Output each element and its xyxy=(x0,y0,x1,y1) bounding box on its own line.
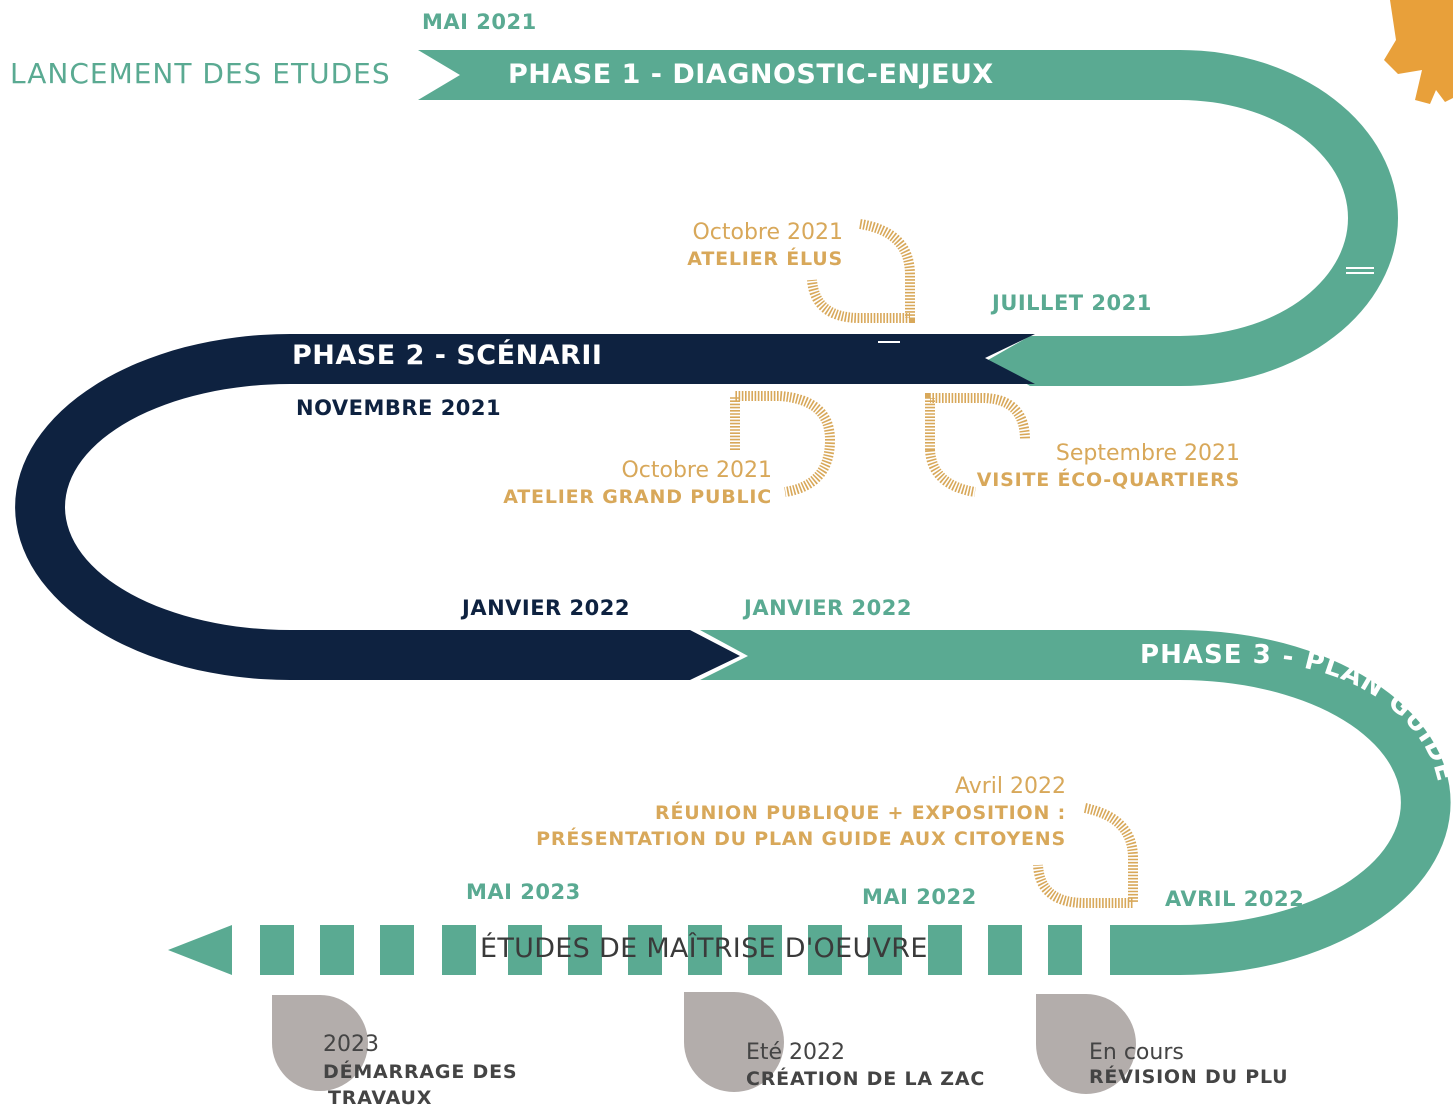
moe-date-2022: MAI 2022 xyxy=(862,885,977,909)
moe-title: ÉTUDES DE MAÎTRISE D'OEUVRE xyxy=(480,933,928,964)
connector-visite xyxy=(925,393,1030,450)
reunion-date: Avril 2022 xyxy=(954,774,1066,799)
phase1-end-date: JUILLET 2021 xyxy=(992,291,1152,315)
drop-travaux xyxy=(272,995,368,1091)
travaux-date: 2023 xyxy=(323,1032,379,1057)
moe-date-2023: MAI 2023 xyxy=(466,880,581,904)
phase1-start-date: MAI 2021 xyxy=(422,10,537,34)
phase3-band xyxy=(700,630,1451,975)
person-figure-icon xyxy=(1384,0,1453,104)
drop-plu xyxy=(1036,994,1136,1094)
launch-label: LANCEMENT DES ETUDES xyxy=(10,57,391,90)
atelier-public-name: ATELIER GRAND PUBLIC xyxy=(503,486,772,508)
atelier-elus-name: ATELIER ÉLUS xyxy=(687,248,843,270)
phase2-title: PHASE 2 - SCÉNARII xyxy=(292,340,603,371)
reunion-line1: RÉUNION PUBLIQUE + EXPOSITION : xyxy=(655,802,1066,824)
connector-atelier-public xyxy=(730,391,836,497)
atelier-elus-date: Octobre 2021 xyxy=(692,220,843,245)
moe-dashes xyxy=(168,925,1082,975)
zac-name: CRÉATION DE LA ZAC xyxy=(746,1068,986,1090)
plu-name: RÉVISION DU PLU xyxy=(1089,1066,1289,1088)
reunion-line2: PRÉSENTATION DU PLAN GUIDE AUX CITOYENS xyxy=(536,828,1066,850)
zac-date: Eté 2022 xyxy=(746,1040,846,1065)
travaux-line2: TRAVAUX xyxy=(328,1087,433,1109)
atelier-public-date: Octobre 2021 xyxy=(621,458,772,483)
moe-arrowhead xyxy=(168,925,232,975)
phase2-band xyxy=(15,334,1036,680)
milestone-drops xyxy=(272,992,1136,1094)
phase2-end-date: JANVIER 2022 xyxy=(462,596,630,620)
plu-date: En cours xyxy=(1089,1040,1184,1065)
phase1-title: PHASE 1 - DIAGNOSTIC-ENJEUX xyxy=(508,59,994,90)
connector-visite-tail xyxy=(925,449,976,497)
connector-atelier-elus xyxy=(807,219,915,323)
visite-date: Septembre 2021 xyxy=(1055,441,1240,466)
phase3-end-date: AVRIL 2022 xyxy=(1165,887,1305,911)
drop-zac xyxy=(684,992,784,1092)
event-connectors xyxy=(730,219,1138,908)
phase2-start-date: NOVEMBRE 2021 xyxy=(296,396,502,420)
visite-name: VISITE ÉCO-QUARTIERS xyxy=(976,469,1240,491)
travaux-line1: DÉMARRAGE DES xyxy=(323,1061,518,1083)
phase3-start-date: JANVIER 2022 xyxy=(744,596,912,620)
phase1-band xyxy=(418,50,1398,386)
